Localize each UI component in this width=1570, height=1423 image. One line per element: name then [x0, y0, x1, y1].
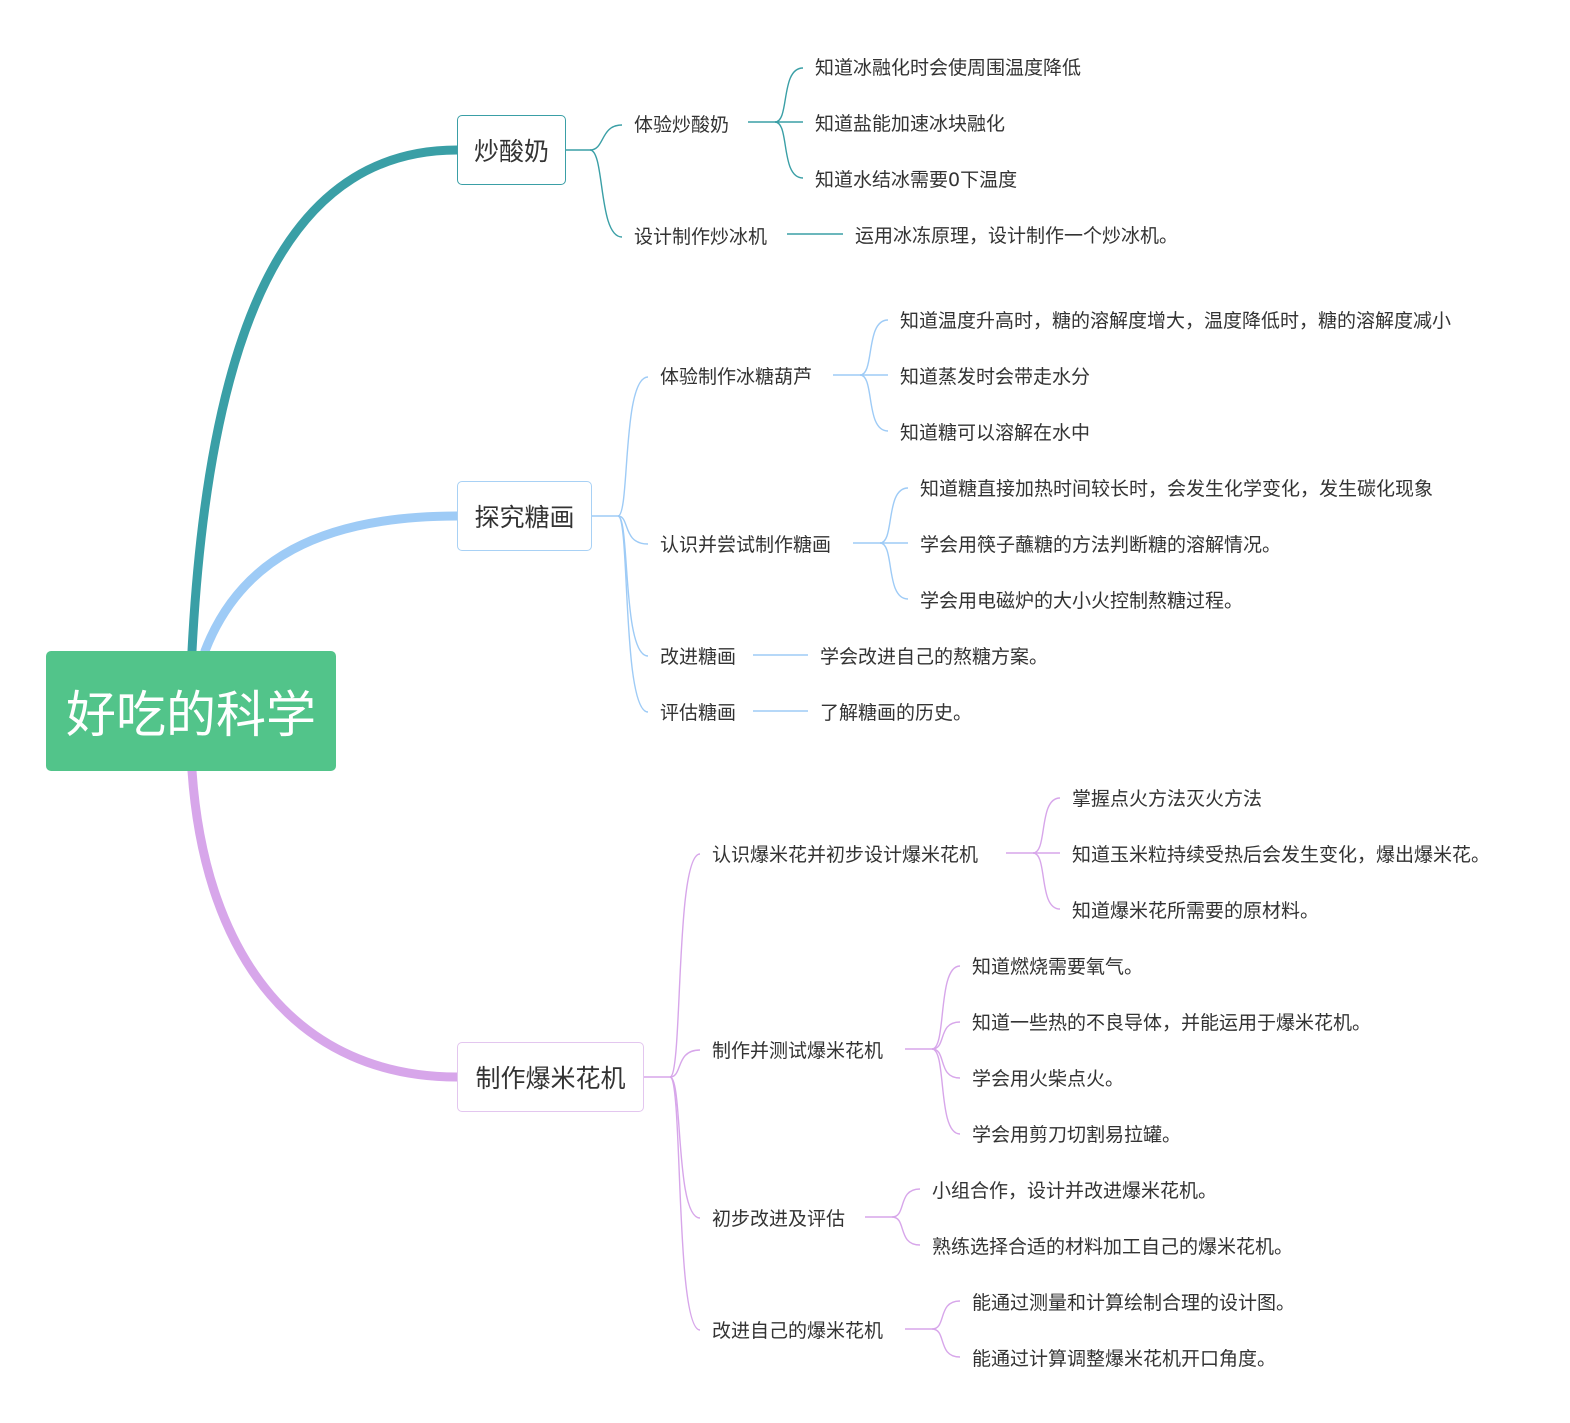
leaf-3-4-1[interactable]: 能通过测量和计算绘制合理的设计图。 [972, 1292, 1296, 1314]
leaf-3-1-2[interactable]: 知道玉米粒持续受热后会发生变化，爆出爆米花。 [1072, 844, 1491, 866]
leaf-2-2-3[interactable]: 学会用电磁炉的大小火控制熬糖过程。 [920, 590, 1244, 612]
subtopic-2-3[interactable]: 改进糖画 [660, 646, 737, 668]
main-curve-1 [187, 145, 462, 656]
leaf-2-2-1[interactable]: 知道糖直接加热时间较长时，会发生化学变化，发生碳化现象 [920, 478, 1434, 500]
subtopic-3-3[interactable]: 初步改进及评估 [712, 1208, 846, 1230]
main-curve-3 [187, 766, 462, 1082]
subtopic-2-1[interactable]: 体验制作冰糖葫芦 [660, 366, 813, 388]
leaf-2-1-3[interactable]: 知道糖可以溶解在水中 [900, 422, 1091, 444]
subtopic-2-4[interactable]: 评估糖画 [660, 702, 737, 724]
subtopic-2-2[interactable]: 认识并尝试制作糖画 [660, 534, 832, 556]
leaf-3-2-2[interactable]: 知道一些热的不良导体，并能运用于爆米花机。 [972, 1012, 1372, 1034]
branch-node-2[interactable]: 探究糖画 [457, 481, 592, 551]
leaf-2-1-1[interactable]: 知道温度升高时，糖的溶解度增大，温度降低时，糖的溶解度减小 [900, 310, 1452, 332]
leaf-3-3-1[interactable]: 小组合作，设计并改进爆米花机。 [932, 1180, 1218, 1202]
leaf-1-1-3[interactable]: 知道水结冰需要0下温度 [815, 169, 1018, 191]
leaf-3-2-1[interactable]: 知道燃烧需要氧气。 [972, 956, 1144, 978]
subtopic-1-1[interactable]: 体验炒酸奶 [634, 114, 730, 136]
subtopic-1-2[interactable]: 设计制作炒冰机 [634, 226, 768, 248]
leaf-3-2-3[interactable]: 学会用火柴点火。 [972, 1068, 1125, 1090]
leaf-2-3-1[interactable]: 学会改进自己的熬糖方案。 [820, 646, 1049, 668]
leaf-2-2-2[interactable]: 学会用筷子蘸糖的方法判断糖的溶解情况。 [920, 534, 1282, 556]
branch-node-3[interactable]: 制作爆米花机 [457, 1042, 644, 1112]
subtopic-3-2[interactable]: 制作并测试爆米花机 [712, 1040, 884, 1062]
leaf-3-1-1[interactable]: 掌握点火方法灭火方法 [1072, 788, 1263, 810]
leaf-3-4-2[interactable]: 能通过计算调整爆米花机开口角度。 [972, 1348, 1277, 1370]
leaf-2-4-1[interactable]: 了解糖画的历史。 [820, 702, 973, 724]
leaf-3-3-2[interactable]: 熟练选择合适的材料加工自己的爆米花机。 [932, 1236, 1294, 1258]
branch-node-1[interactable]: 炒酸奶 [457, 115, 566, 185]
leaf-1-2-1[interactable]: 运用冰冻原理，设计制作一个炒冰机。 [855, 225, 1179, 247]
main-curve-2 [200, 511, 462, 656]
subtopic-3-1[interactable]: 认识爆米花并初步设计爆米花机 [712, 844, 979, 866]
leaf-1-1-2[interactable]: 知道盐能加速冰块融化 [815, 113, 1006, 135]
leaf-2-1-2[interactable]: 知道蒸发时会带走水分 [900, 366, 1091, 388]
leaf-1-1-1[interactable]: 知道冰融化时会使周围温度降低 [815, 57, 1082, 79]
root-topic[interactable]: 好吃的科学 [46, 651, 336, 771]
leaf-3-1-3[interactable]: 知道爆米花所需要的原材料。 [1072, 900, 1320, 922]
leaf-3-2-4[interactable]: 学会用剪刀切割易拉罐。 [972, 1124, 1182, 1146]
subtopic-3-4[interactable]: 改进自己的爆米花机 [712, 1320, 884, 1342]
